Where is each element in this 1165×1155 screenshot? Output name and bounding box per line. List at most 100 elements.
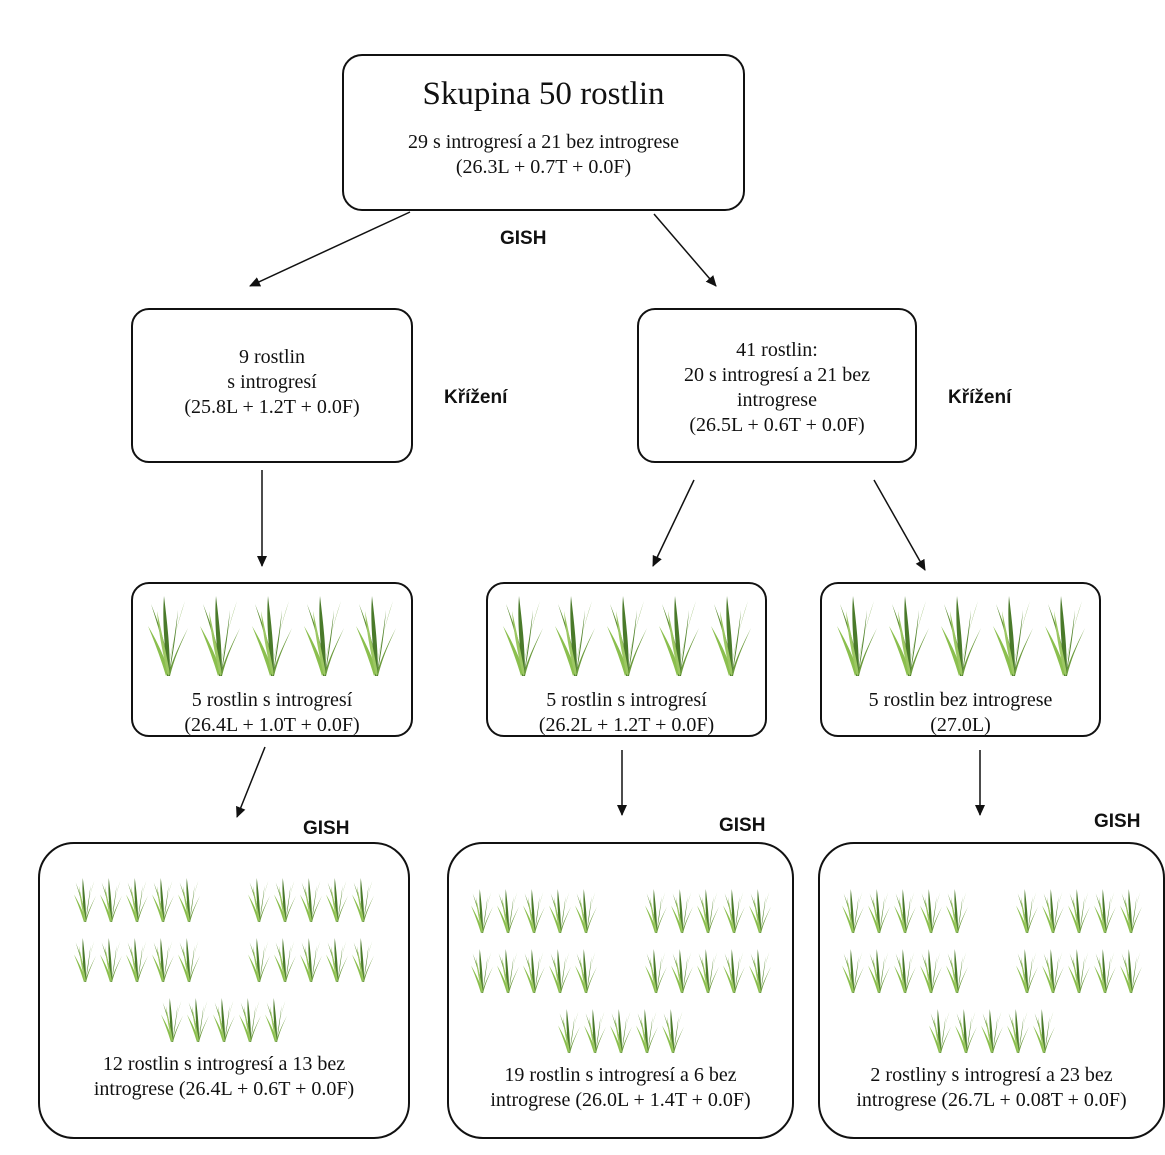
grass-plant-icon — [239, 998, 261, 1042]
plant-cluster — [161, 998, 287, 1042]
krizeni-label-left: Křížení — [444, 387, 508, 408]
grass-plant-icon — [575, 889, 597, 933]
arrow-root-to-left — [249, 211, 411, 287]
plant-cluster — [645, 889, 771, 933]
grass-plant-icon — [697, 949, 719, 993]
grass-plant-icon — [352, 938, 374, 982]
grass-plant-icon — [300, 878, 322, 922]
grass-plant-icon — [657, 596, 701, 676]
plant-cluster — [74, 938, 200, 982]
row3-node-middle: 5 rostlin s introgresí (26.2L + 1.2T + 0… — [486, 582, 767, 737]
grass-plant-icon — [1007, 1009, 1029, 1053]
grass-plant-icon — [1120, 889, 1142, 933]
plant-cluster — [842, 889, 968, 933]
row3-node-left: 5 rostlin s introgresí (26.4L + 1.0T + 0… — [131, 582, 413, 737]
grass-plant-icon — [497, 949, 519, 993]
grass-plant-icon — [1120, 949, 1142, 993]
plant-cluster — [248, 878, 374, 922]
grass-plant-icon — [274, 938, 296, 982]
grass-plant-icon — [471, 949, 493, 993]
row3-middle-ratio: (26.2L + 1.2T + 0.0F) — [538, 714, 715, 736]
grass-plant-icon — [605, 596, 649, 676]
plant-grid — [820, 889, 1163, 933]
plant-cluster — [645, 949, 771, 993]
grass-plant-icon — [501, 596, 545, 676]
grass-plant-icon — [636, 1009, 658, 1053]
arrow-row3-left-to-row4 — [236, 746, 266, 818]
grass-plant-icon — [645, 949, 667, 993]
arrow-right-to-row3-right — [873, 479, 926, 571]
row3-node-right: 5 rostlin bez introgrese (27.0L) — [820, 582, 1101, 737]
grass-plant-icon — [575, 949, 597, 993]
grass-plant-icon — [161, 998, 183, 1042]
grass-plant-icon — [250, 596, 294, 676]
plant-cluster — [929, 1009, 1055, 1053]
grass-plant-icon — [100, 878, 122, 922]
grass-plant-icon — [868, 889, 890, 933]
grass-plant-icon — [723, 889, 745, 933]
grass-plant-icon — [549, 889, 571, 933]
grass-plant-icon — [946, 949, 968, 993]
krizeni-label-right: Křížení — [948, 387, 1012, 408]
root-title: Skupina 50 rostlin — [422, 76, 665, 112]
plant-cluster — [471, 889, 597, 933]
grass-plant-icon — [100, 938, 122, 982]
right-mid-desc: 20 s introgresí a 21 bez — [683, 364, 871, 386]
gish-label-left: GISH — [303, 818, 350, 839]
right-mid-ratio: (26.5L + 0.6T + 0.0F) — [689, 414, 865, 436]
plant-grid — [449, 1009, 792, 1053]
grass-plant-icon — [842, 949, 864, 993]
gish-label-right: GISH — [1094, 811, 1141, 832]
grass-plant-icon — [248, 878, 270, 922]
grass-plant-icon — [248, 938, 270, 982]
left-mid-desc: s introgresí — [227, 371, 317, 393]
grass-plant-icon — [553, 596, 597, 676]
grass-plant-icon — [497, 889, 519, 933]
plant-grid — [40, 998, 408, 1042]
grass-plant-icon — [697, 889, 719, 933]
grass-plant-icon — [523, 889, 545, 933]
grass-plant-icon — [146, 596, 190, 676]
row4-node-right: 2 rostliny s introgresí a 23 bez introgr… — [818, 842, 1165, 1139]
row4-node-left: 12 rostlin s introgresí a 13 bez introgr… — [38, 842, 410, 1139]
grass-plant-icon — [558, 1009, 580, 1053]
grass-plant-icon — [187, 998, 209, 1042]
grass-plant-icon — [1033, 1009, 1055, 1053]
row4-middle-desc: 19 rostlin s introgresí a 6 bez — [504, 1064, 737, 1086]
plant-grid — [449, 949, 792, 993]
plant-cluster — [842, 949, 968, 993]
grass-plant-icon — [152, 938, 174, 982]
grass-plant-icon — [1094, 949, 1116, 993]
grass-plant-icon — [929, 1009, 951, 1053]
plant-cluster — [74, 878, 200, 922]
row4-right-desc: 2 rostliny s introgresí a 23 bez — [870, 1064, 1113, 1086]
grass-plant-icon — [835, 596, 879, 676]
left-mid-node: 9 rostlin s introgresí (25.8L + 1.2T + 0… — [131, 308, 413, 463]
root-ratio: (26.3L + 0.7T + 0.0F) — [455, 156, 632, 178]
grass-plant-icon — [178, 938, 200, 982]
grass-plant-icon — [213, 998, 235, 1042]
grass-plant-icon — [126, 878, 148, 922]
root-node: Skupina 50 rostlin 29 s introgresí a 21 … — [342, 54, 745, 211]
gish-label-middle: GISH — [719, 815, 766, 836]
plant-cluster — [1016, 889, 1142, 933]
row4-right-ratio: introgrese (26.7L + 0.08T + 0.0F) — [856, 1089, 1127, 1111]
grass-plant-icon — [981, 1009, 1003, 1053]
grass-plant-icon — [842, 889, 864, 933]
plant-cluster — [1016, 949, 1142, 993]
right-mid-count: 41 rostlin: — [736, 339, 818, 361]
grass-plant-icon — [1068, 949, 1090, 993]
plant-grid — [449, 889, 792, 933]
grass-plant-icon — [1016, 889, 1038, 933]
grass-plant-icon — [955, 1009, 977, 1053]
grass-plant-icon — [920, 889, 942, 933]
plant-grid — [820, 949, 1163, 993]
grass-plant-icon — [1042, 889, 1064, 933]
row3-right-desc: 5 rostlin bez introgrese — [868, 689, 1053, 711]
grass-plant-icon — [868, 949, 890, 993]
row3-left-desc: 5 rostlin s introgresí — [191, 689, 353, 711]
grass-plant-icon — [991, 596, 1035, 676]
grass-plant-icon — [74, 878, 96, 922]
row3-middle-desc: 5 rostlin s introgresí — [546, 689, 707, 711]
grass-plant-icon — [671, 889, 693, 933]
